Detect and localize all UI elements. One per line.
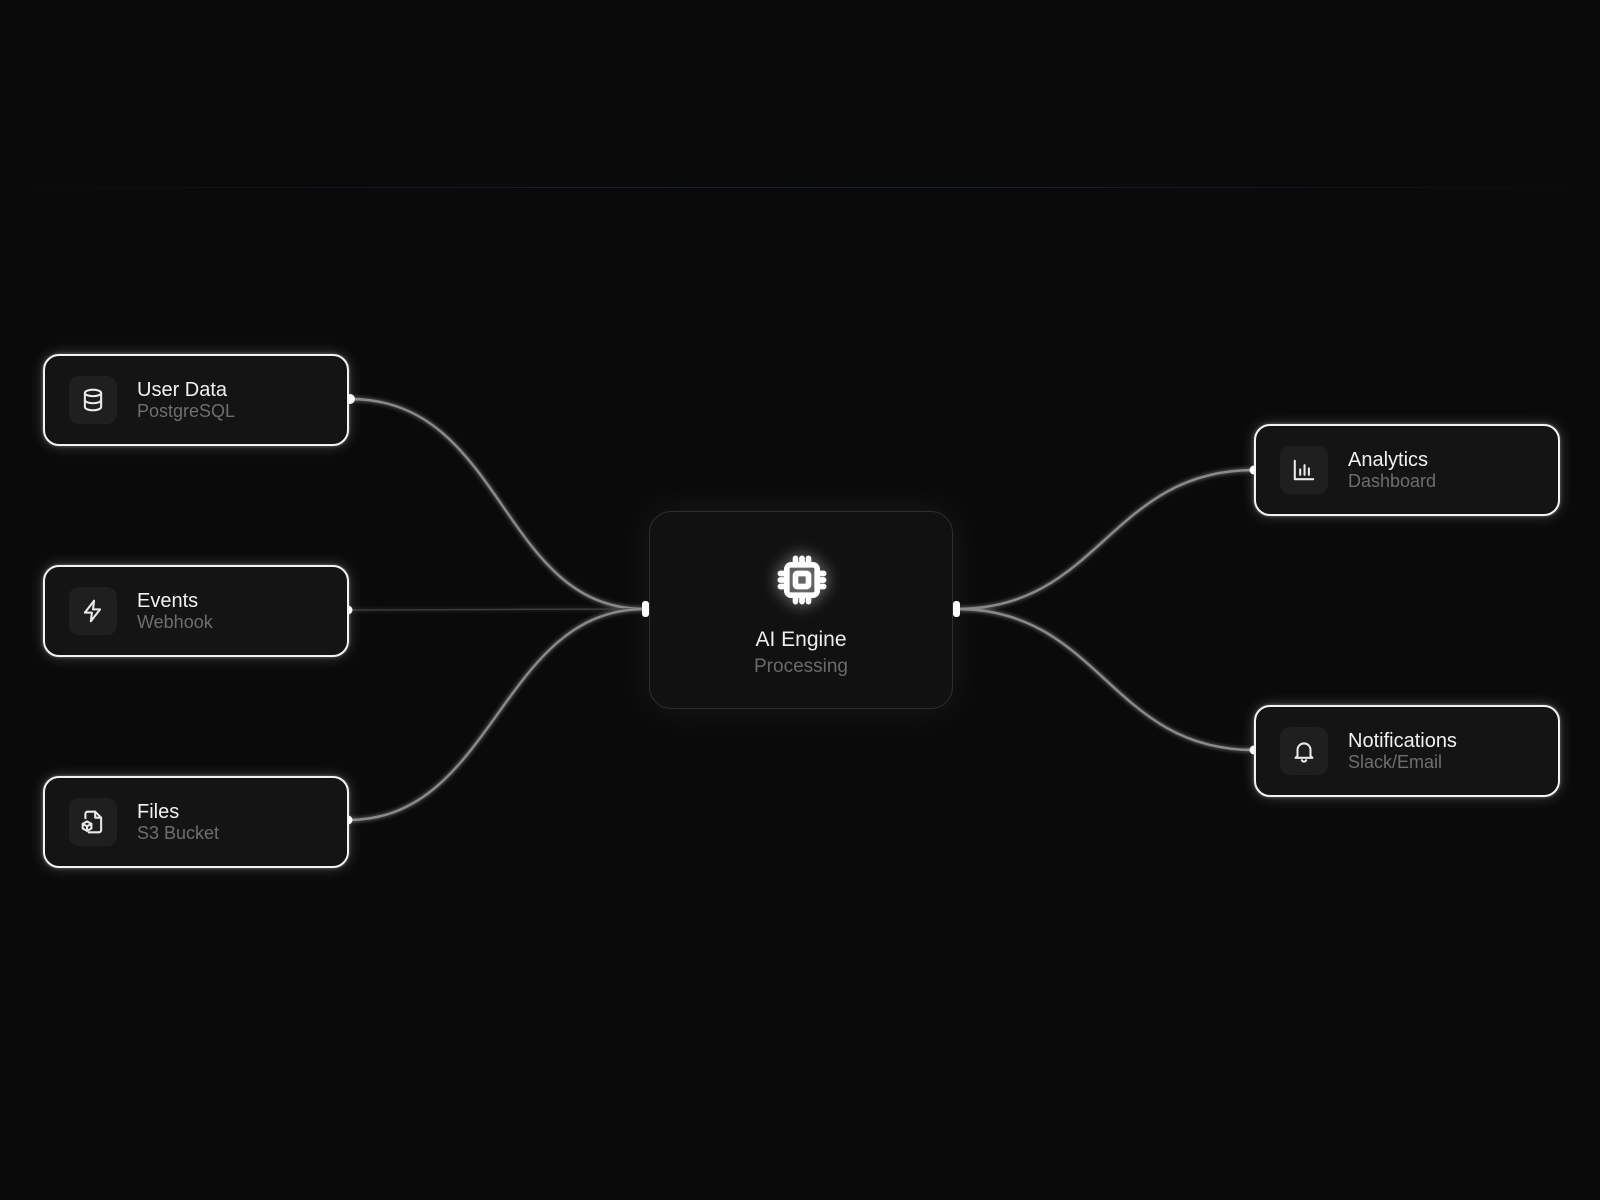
node-analytics[interactable]: Analytics Dashboard [1254, 424, 1560, 516]
port-engine-out[interactable] [953, 601, 960, 617]
divider-line [0, 187, 1600, 188]
node-notifications[interactable]: Notifications Slack/Email [1254, 705, 1560, 797]
node-title: Notifications [1348, 730, 1457, 752]
database-icon [69, 376, 117, 424]
node-title: Analytics [1348, 449, 1429, 471]
lightning-icon [69, 587, 117, 635]
cpu-icon [776, 554, 828, 606]
node-ai-engine[interactable]: AI Engine Processing [649, 511, 953, 709]
bell-icon [1280, 727, 1328, 775]
node-title: Files [137, 801, 180, 823]
wire-events-to-engine [347, 608, 646, 611]
wire-files-to-engine [346, 607, 647, 822]
node-subtitle: S3 Bucket [137, 823, 220, 843]
node-title: AI Engine [755, 628, 847, 651]
node-subtitle: Dashboard [1348, 471, 1437, 491]
node-title: Events [137, 590, 199, 612]
bar-chart-icon [1280, 446, 1328, 494]
wire-engine-to-analytics [955, 468, 1256, 611]
node-user-data[interactable]: User Data PostgreSQL [43, 354, 349, 446]
port-engine-in[interactable] [642, 601, 649, 617]
node-files[interactable]: Files S3 Bucket [43, 776, 349, 868]
node-subtitle: PostgreSQL [137, 401, 236, 421]
node-events[interactable]: Events Webhook [43, 565, 349, 657]
node-title: User Data [137, 379, 228, 401]
node-subtitle: Webhook [137, 612, 213, 632]
wire-engine-to-notifications [955, 607, 1256, 752]
node-subtitle: Slack/Email [1348, 752, 1443, 772]
wire-userdata-to-engine [348, 397, 647, 611]
node-subtitle: Processing [754, 656, 848, 677]
file-box-icon [69, 798, 117, 846]
